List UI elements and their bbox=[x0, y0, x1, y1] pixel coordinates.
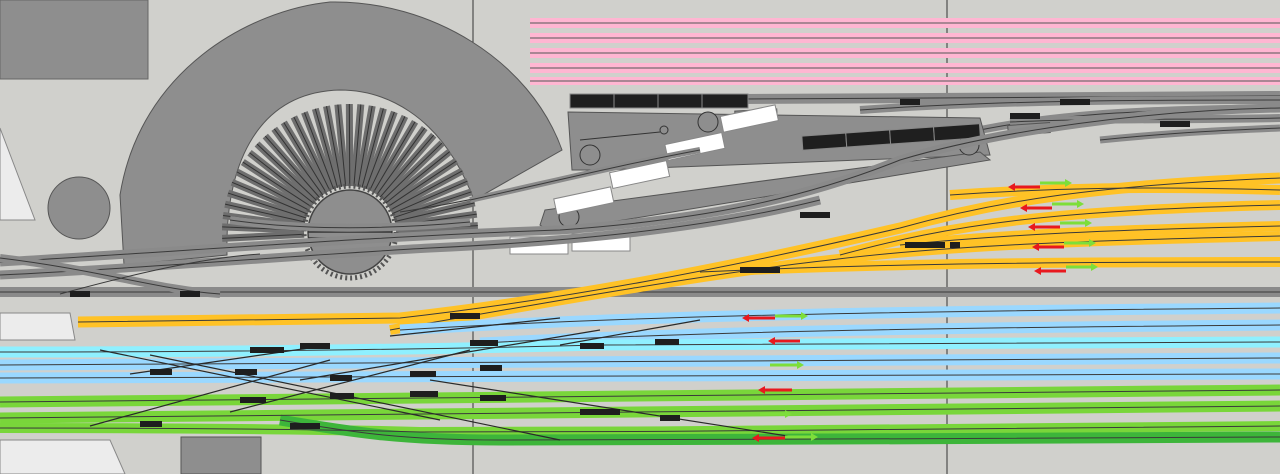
turnout-marker bbox=[950, 242, 960, 248]
stall-rail bbox=[303, 112, 335, 190]
turnout-marker bbox=[330, 393, 354, 399]
signal-arrow-icon bbox=[785, 433, 818, 441]
turnout-marker bbox=[580, 343, 604, 349]
turnout-marker bbox=[655, 339, 679, 345]
roundhouse-icon bbox=[119, 1, 563, 266]
stall-rail bbox=[392, 180, 468, 215]
signal-arrow-icon bbox=[1052, 200, 1084, 208]
signal-arrow-icon bbox=[1028, 223, 1060, 231]
fuel-tank-icon bbox=[697, 111, 719, 133]
stall-rail bbox=[387, 160, 457, 207]
turnout-marker bbox=[470, 340, 498, 346]
signal-arrow-icon bbox=[1032, 243, 1064, 251]
building-top-left bbox=[0, 0, 149, 80]
turnout-marker bbox=[480, 365, 502, 371]
signal-arrow-icon bbox=[1008, 183, 1040, 191]
small-post-icon bbox=[659, 125, 669, 135]
turnout-marker bbox=[290, 423, 320, 429]
stall-rail bbox=[393, 191, 472, 219]
stall-rail bbox=[394, 202, 475, 223]
water-tower-icon bbox=[47, 176, 111, 240]
stall-rail bbox=[379, 134, 435, 198]
turnout-marker bbox=[410, 371, 436, 377]
turnout-marker bbox=[300, 343, 330, 349]
platform-lower-left bbox=[0, 312, 76, 341]
building-bottom bbox=[180, 436, 262, 474]
turnout-marker bbox=[905, 242, 945, 248]
signal-arrow-icon bbox=[752, 434, 785, 442]
stall-rail bbox=[376, 127, 426, 195]
yard-green bbox=[0, 384, 1280, 446]
stall-rail bbox=[249, 152, 315, 204]
signal-arrow-icon bbox=[1060, 219, 1092, 227]
turnouts bbox=[70, 99, 1190, 429]
signal-arrow-icon bbox=[1064, 239, 1096, 247]
signal-arrow-icon bbox=[768, 337, 800, 345]
stall-rail bbox=[390, 170, 463, 211]
stall-rail bbox=[365, 111, 395, 190]
platform-bottom-left bbox=[0, 439, 126, 474]
turnout-marker bbox=[800, 212, 830, 218]
signal-arrow-icon bbox=[742, 314, 775, 322]
stall-rail bbox=[385, 151, 450, 204]
turnout-marker bbox=[1060, 99, 1090, 105]
turntable-pit-teeth bbox=[301, 183, 399, 281]
stall-rail bbox=[256, 143, 317, 201]
turnout-marker bbox=[900, 99, 920, 105]
turnout-marker bbox=[250, 347, 284, 353]
signal-arrow-icon bbox=[1066, 263, 1098, 271]
turnout-marker bbox=[330, 375, 352, 381]
stall-rail bbox=[361, 108, 384, 188]
signal-arrow-icon bbox=[758, 386, 792, 394]
stall-rail bbox=[314, 108, 339, 188]
stall-rail bbox=[353, 104, 362, 187]
stall-rail bbox=[273, 128, 324, 196]
turnout-marker bbox=[240, 397, 266, 403]
stall-rail bbox=[372, 121, 416, 193]
stall-rail bbox=[283, 122, 327, 193]
turnout-marker bbox=[410, 391, 438, 397]
platform-left bbox=[0, 127, 36, 221]
turnout-marker bbox=[140, 421, 162, 427]
stall-rail bbox=[224, 203, 306, 223]
turnout-marker bbox=[450, 313, 480, 319]
signal-arrow-icon bbox=[1034, 267, 1066, 275]
stall-rail bbox=[326, 106, 343, 187]
turnout-marker bbox=[480, 395, 506, 401]
stall-rail bbox=[231, 181, 308, 215]
turnout-marker bbox=[1160, 121, 1190, 127]
stall-rail bbox=[236, 171, 310, 211]
turnout-marker bbox=[70, 291, 90, 297]
stall-rail bbox=[369, 116, 406, 191]
stall-rail bbox=[242, 161, 312, 208]
signal-arrow-icons bbox=[742, 179, 1098, 442]
sand-tower-icon bbox=[579, 144, 601, 166]
signal-arrow-icon bbox=[1040, 179, 1072, 187]
turnout-marker bbox=[740, 267, 780, 273]
signal-arrow-icon bbox=[760, 410, 792, 418]
turnout-marker bbox=[235, 369, 257, 375]
signal-arrow-icon bbox=[775, 312, 808, 320]
turnout-marker bbox=[180, 291, 200, 297]
stall-rail bbox=[357, 105, 373, 187]
stall-rail bbox=[227, 192, 307, 219]
black-cars bbox=[569, 93, 981, 151]
turnout-marker bbox=[580, 409, 620, 415]
stall-rail bbox=[337, 104, 347, 187]
turnout-marker bbox=[150, 369, 172, 375]
signal-arrow-icon bbox=[1020, 204, 1052, 212]
signal-arrow-icon bbox=[770, 361, 804, 369]
stall-rail bbox=[264, 135, 320, 198]
stall-rail bbox=[382, 142, 443, 201]
turnout-marker bbox=[660, 415, 680, 421]
stall-rail bbox=[222, 233, 305, 239]
turnout-marker bbox=[1010, 113, 1040, 119]
stall-rail bbox=[293, 116, 331, 191]
